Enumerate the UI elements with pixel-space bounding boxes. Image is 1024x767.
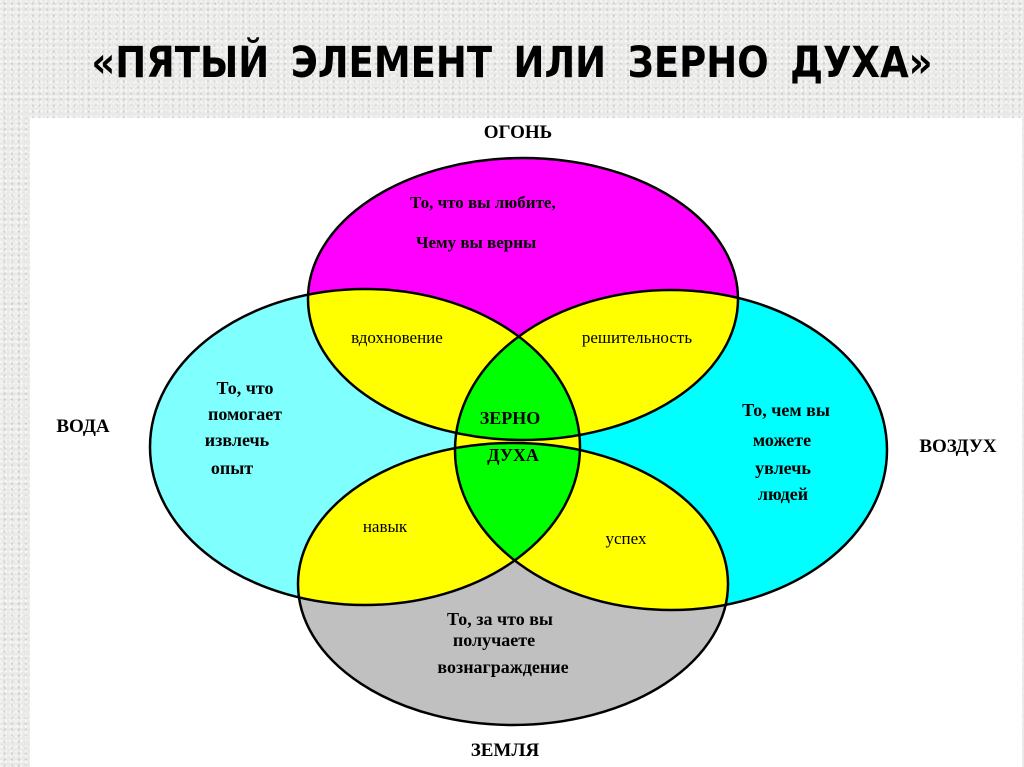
water-description-line-4: опыт [211, 458, 253, 478]
overlap-label-determination: решительность [582, 328, 692, 347]
earth-description-line-3: вознаграждение [437, 657, 568, 677]
overlap-label-success: успех [606, 529, 647, 548]
center-label-line-2: ДУХА [487, 445, 539, 465]
air-description-line-2: можете [753, 430, 811, 450]
fire-label: ОГОНЬ [484, 122, 553, 143]
water-label: ВОДА [56, 416, 110, 437]
center-label-line-1: ЗЕРНО [480, 408, 541, 428]
water-description-line-2: помогает [208, 404, 282, 424]
air-description-line-3: увлечь [755, 458, 811, 478]
earth-label: ЗЕМЛЯ [471, 740, 540, 761]
water-description-line-1: То, что [217, 378, 274, 398]
earth-description-line-1: То, за что вы [447, 609, 553, 629]
slide-title: «ПЯТЫЙ ЭЛЕМЕНТ ИЛИ ЗЕРНО ДУХА» [91, 38, 933, 88]
overlap-label-inspiration: вдохновение [351, 328, 443, 347]
air-description-line-1: То, чем вы [742, 400, 830, 420]
air-description-line-4: людей [758, 484, 808, 504]
overlap-label-skill: навык [363, 517, 408, 536]
earth-description-line-2: получаете [453, 630, 535, 650]
water-description-line-3: извлечь [205, 430, 270, 450]
fire-description-line-1: То, что вы любите, [410, 193, 556, 212]
fire-description-line-2: Чему вы верны [416, 233, 536, 252]
air-label: ВОЗДУХ [919, 436, 997, 457]
